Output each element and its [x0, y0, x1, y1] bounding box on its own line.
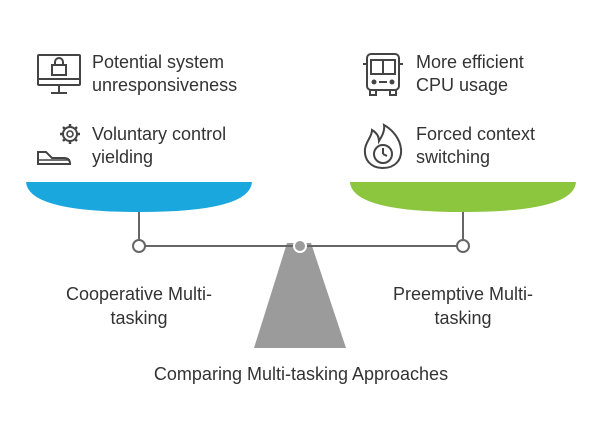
left-joint [132, 239, 146, 253]
fulcrum [254, 243, 346, 348]
left-item-2: Voluntary control yielding [34, 122, 226, 172]
right-pan [350, 182, 576, 212]
pivot-joint [293, 239, 307, 253]
gear-hand-icon [37, 124, 80, 165]
diagram-title: Comparing Multi-tasking Approaches [153, 364, 449, 384]
bus-icon [363, 53, 403, 96]
left-item-2-text: Voluntary control yielding [92, 124, 227, 167]
fire-clock-icon [363, 123, 403, 170]
left-item-1: Potential system unresponsiveness [34, 50, 237, 100]
right-joint [456, 239, 470, 253]
left-item-1-text: Potential system unresponsiveness [92, 52, 238, 95]
locked-monitor-icon [37, 54, 81, 94]
left-label: Cooperative Multi- tasking [65, 284, 213, 328]
right-item-2-text: Forced context switching [416, 124, 536, 167]
right-item-1-text: More efficient CPU usage [416, 52, 524, 95]
right-label: Preemptive Multi- tasking [392, 284, 534, 328]
right-item-2: Forced context switching [358, 122, 535, 172]
right-item-1: More efficient CPU usage [358, 50, 524, 100]
left-pan [26, 182, 252, 212]
